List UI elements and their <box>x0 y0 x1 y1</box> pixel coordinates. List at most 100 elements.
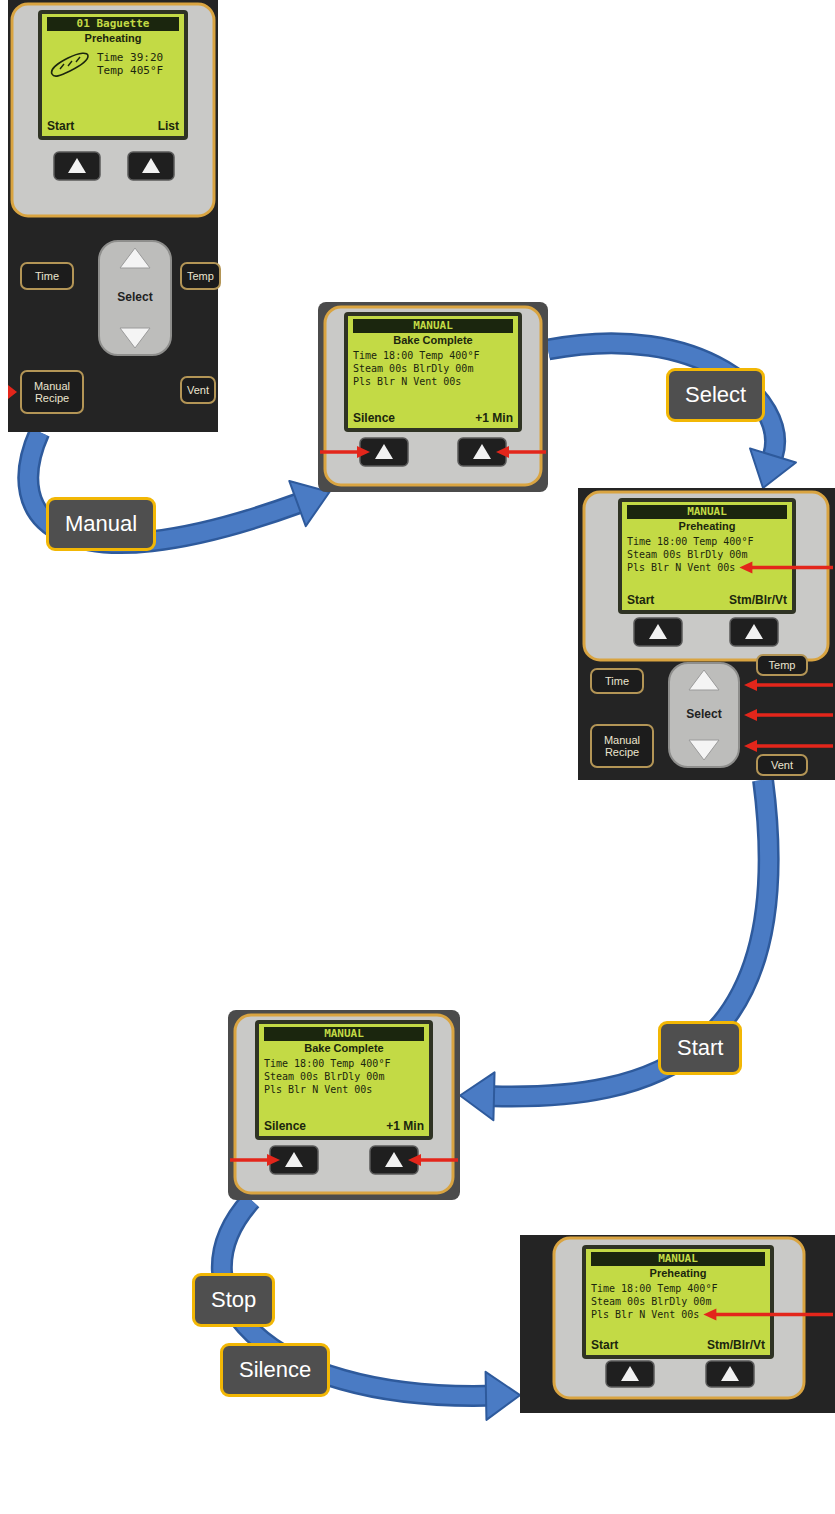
button-label: Temp <box>769 659 796 671</box>
button-label: Manual Recipe <box>592 734 652 758</box>
lcd-line: Time 18:00 Temp 400°F <box>627 535 753 548</box>
panel-button: Manual Recipe <box>590 724 654 768</box>
step-label: Manual <box>46 497 156 551</box>
pointer-head <box>496 446 509 458</box>
pointer-line <box>754 683 833 687</box>
lcd-line: Time 18:00 Temp 400°F <box>353 349 479 362</box>
lcd-line: Time 39:20 <box>97 51 163 64</box>
control-panel: MANUALBake CompleteTime 18:00 Temp 400°F… <box>228 1010 460 1200</box>
panel-housing <box>578 488 835 780</box>
panel-housing <box>520 1235 835 1413</box>
panel-face <box>325 307 541 485</box>
arrow-body <box>548 343 775 455</box>
lcd-screen: 01 BaguettePreheatingTime 39:20Temp 405°… <box>42 14 184 136</box>
arrow-head <box>750 448 796 488</box>
baguette-icon <box>48 50 90 80</box>
lcd-values: Time 18:00 Temp 400°FSteam 00s BlrDly 00… <box>264 1057 424 1096</box>
panel-face <box>584 492 828 660</box>
up-key <box>689 670 719 690</box>
panel-button: Vent <box>756 754 808 776</box>
soft-key-triangle <box>473 444 491 459</box>
lcd-header: MANUAL <box>264 1027 424 1041</box>
button-label: Manual Recipe <box>22 380 82 404</box>
button-label: Time <box>605 675 629 687</box>
step-label: Start <box>658 1021 742 1075</box>
panel-button: Temp <box>180 262 221 290</box>
lcd-header: MANUAL <box>591 1252 765 1266</box>
lcd-line: Steam 00s BlrDly 00m <box>353 362 473 375</box>
lcd-softkey-row: Silence +1 Min <box>353 411 513 425</box>
lcd-softkey-row: Start Stm/Blr/Vt <box>627 593 787 607</box>
step-label: Silence <box>220 1343 330 1397</box>
control-panel: 01 BaguettePreheatingTime 39:20Temp 405°… <box>8 0 218 432</box>
lcd-bezel <box>344 312 522 432</box>
lcd-status: Bake Complete <box>264 1041 424 1055</box>
lcd-line: Pls Blr N Vent 00s <box>627 561 735 574</box>
pointer-line <box>320 450 360 454</box>
panel-face <box>12 4 214 216</box>
arrow-head <box>460 1072 495 1120</box>
button-label: Time <box>35 270 59 282</box>
soft-key <box>634 618 682 646</box>
step-label: Stop <box>192 1273 275 1327</box>
softkey-label: Stm/Blr/Vt <box>707 1338 765 1352</box>
soft-key-triangle <box>649 624 667 639</box>
soft-key <box>54 152 100 180</box>
soft-key-triangle <box>375 444 393 459</box>
panel-button: Temp <box>756 654 808 676</box>
baguette-outline <box>52 53 88 76</box>
arrow-outline <box>548 343 775 455</box>
lcd-line: Steam 00s BlrDly 00m <box>264 1070 384 1083</box>
soft-key-triangle <box>68 158 86 173</box>
soft-key-triangle <box>285 1152 303 1167</box>
lcd-line: Pls Blr N Vent 00s <box>591 1308 699 1321</box>
softkey-label: Stm/Blr/Vt <box>729 593 787 607</box>
soft-key-triangle <box>385 1152 403 1167</box>
lcd-screen: MANUALPreheatingTime 18:00 Temp 400°FSte… <box>622 502 792 610</box>
lcd-bezel <box>255 1020 433 1140</box>
lcd-header: 01 Baguette <box>47 17 179 31</box>
panel-button: Time <box>590 668 644 694</box>
control-panel: MANUALBake CompleteTime 18:00 Temp 400°F… <box>318 302 548 492</box>
arrow-body <box>494 780 769 1097</box>
down-key <box>120 328 150 348</box>
softkey-label: Start <box>627 593 654 607</box>
lcd-softkey-row: Start Stm/Blr/Vt <box>591 1338 765 1352</box>
lcd-bezel <box>38 10 188 140</box>
flow-arrow <box>460 780 769 1120</box>
pointer-head <box>744 679 757 691</box>
lcd-line: Steam 00s BlrDly 00m <box>627 548 747 561</box>
pointer-head <box>744 740 757 752</box>
lcd-line: Pls Blr N Vent 00s <box>264 1083 372 1096</box>
pointer-line <box>713 1313 833 1317</box>
pointer-line <box>506 450 546 454</box>
button-label: Temp <box>187 270 214 282</box>
lcd-softkey-row: Silence+1 Min <box>264 1119 424 1133</box>
arrow-head <box>486 1372 520 1420</box>
lcd-screen: MANUALBake CompleteTime 18:00 Temp 400°F… <box>348 316 518 428</box>
button-label: Vent <box>771 759 793 771</box>
panel-housing <box>8 0 218 432</box>
pointer-line <box>418 1158 458 1162</box>
panel-face <box>235 1015 453 1193</box>
pointer-line <box>230 1158 270 1162</box>
pointer-line <box>754 744 833 748</box>
softkey-label: +1 Min <box>475 411 513 425</box>
soft-key <box>730 618 778 646</box>
softkey-label: Silence <box>264 1119 306 1133</box>
soft-key-triangle <box>142 158 160 173</box>
pointer-head <box>703 1309 716 1321</box>
softkey-label: Silence <box>353 411 395 425</box>
pointer-head <box>739 562 752 574</box>
lcd-status: Bake Complete <box>353 333 513 347</box>
lcd-header: MANUAL <box>627 505 787 519</box>
softkey-label: Start <box>591 1338 618 1352</box>
up-key <box>120 248 150 268</box>
pointer-head <box>8 385 17 399</box>
baguette-cuts <box>60 57 80 69</box>
panel-face <box>554 1238 804 1398</box>
pointer-head <box>267 1154 280 1166</box>
flow-arrow <box>548 343 796 488</box>
lcd-line: Time 18:00 Temp 400°F <box>591 1282 717 1295</box>
